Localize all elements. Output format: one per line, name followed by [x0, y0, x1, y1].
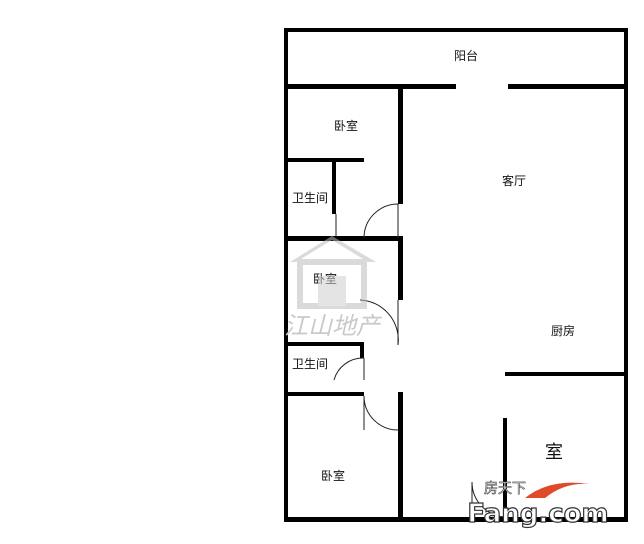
wall-divider-lower [398, 392, 403, 522]
label-bathroom-2: 卫生间 [292, 357, 328, 371]
door-swing-entry [471, 481, 508, 518]
watermark-house-icon [290, 236, 376, 309]
wall-bath2-right [360, 342, 364, 358]
wall-balcony-left [284, 84, 456, 89]
wall-bath1-top [284, 158, 364, 162]
label-kitchen: 厨房 [551, 323, 575, 338]
label-balcony: 阳台 [454, 48, 478, 63]
door-swing-bedroom-1 [363, 203, 399, 239]
wall-bed2-bath2 [284, 342, 364, 346]
door-swing-bathroom-2 [333, 357, 365, 381]
brand-logo: 房天下 Fang.com [467, 481, 609, 530]
brand-site: Fang.com [467, 499, 608, 529]
label-bedroom-3: 卧室 [321, 468, 345, 483]
wall-bed1-bed2 [284, 236, 403, 241]
wall-divider-upper [398, 89, 403, 204]
wall-divider-mid [398, 238, 403, 300]
brand-tagline: 房天下 [484, 481, 526, 497]
wall-outer-right [624, 28, 628, 522]
label-bedroom-1: 卧室 [334, 118, 358, 133]
wall-outer-bottom [284, 517, 628, 522]
wall-outer-top [284, 28, 628, 32]
wall-balcony-right [508, 84, 628, 89]
wall-kitchen-bottom [505, 372, 628, 376]
wall-bath1-right [332, 158, 336, 214]
label-bathroom-1: 卫生间 [292, 191, 328, 205]
wall-bath2-bed3 [284, 392, 364, 396]
door-swing-bedroom-2 [359, 299, 399, 346]
label-room: 室 [545, 442, 563, 463]
wall-room-left [503, 418, 507, 517]
wall-outer-left [284, 28, 288, 522]
door-swing-bedroom-3 [363, 395, 399, 431]
label-living-room: 客厅 [502, 173, 526, 188]
watermark-company-text: 江山地产 [284, 312, 382, 340]
